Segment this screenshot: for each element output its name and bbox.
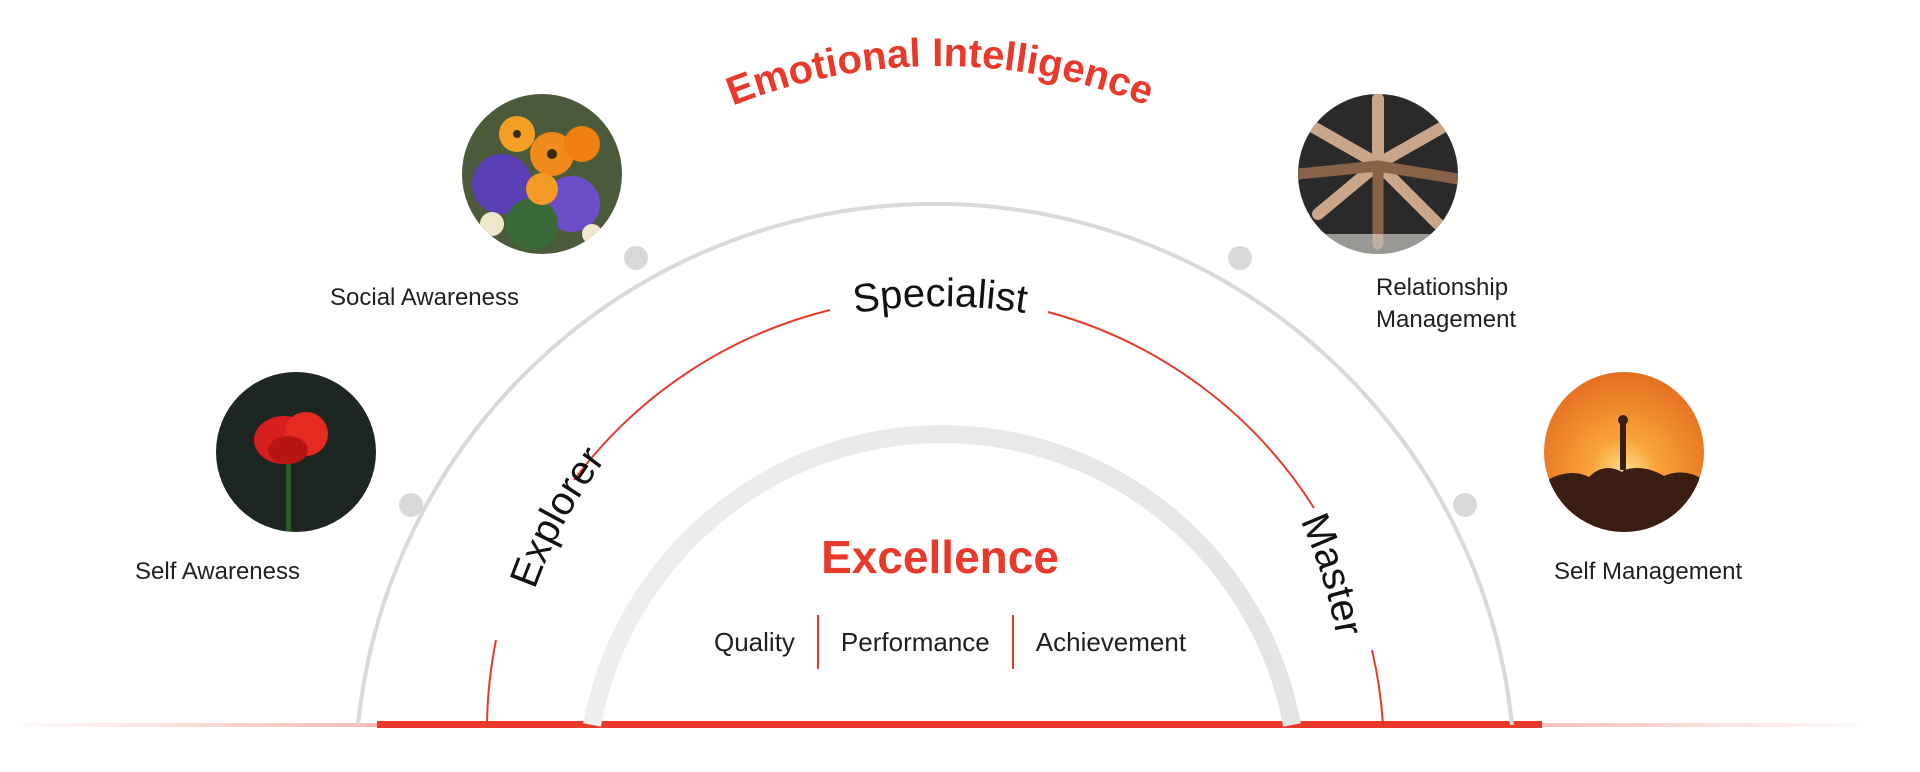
- label-relationship-management: Relationship Management: [1376, 272, 1516, 336]
- red-poppy-photo: [216, 372, 376, 532]
- pillar-divider: [1011, 615, 1014, 669]
- wildflower-bouquet-photo: [462, 94, 622, 254]
- pillar-divider: [816, 615, 819, 669]
- label-social-awareness: Social Awareness: [330, 284, 519, 311]
- center-title: Excellence: [821, 531, 1059, 583]
- label-self-management: Self Management: [1554, 558, 1743, 585]
- level-label-specialist: Specialist: [850, 271, 1031, 322]
- pillars-row: Quality Performance Achievement: [692, 614, 1208, 670]
- label-relationship-line-2: Management: [1376, 306, 1517, 333]
- inner-arc: [583, 425, 1301, 727]
- level-arc-specialist-master: [1047, 311, 1315, 509]
- node-dot-relationship-management: [1228, 246, 1252, 270]
- level-label-master: Master: [1292, 507, 1371, 639]
- level-label-explorer: Explorer: [502, 439, 613, 593]
- pillar-quality: Quality: [714, 626, 795, 657]
- node-dot-self-management: [1453, 493, 1477, 517]
- pillar-achievement: Achievement: [1035, 626, 1187, 657]
- pillar-performance: Performance: [840, 626, 990, 657]
- level-arc-left: [486, 639, 497, 726]
- node-dot-social-awareness: [624, 246, 648, 270]
- baseline-accent: [377, 721, 1542, 728]
- node-dot-self-awareness: [399, 493, 423, 517]
- stacked-hands-photo: [1298, 94, 1458, 254]
- level-arc-right: [1371, 649, 1384, 726]
- label-relationship-line-1: Relationship: [1376, 274, 1509, 301]
- outer-arc: [356, 202, 1514, 726]
- level-arc-explorer-specialist: [573, 309, 831, 481]
- diagram-title: Emotional Intelligence: [720, 31, 1159, 114]
- label-self-awareness: Self Awareness: [135, 558, 300, 585]
- sunset-summit-photo: [1544, 372, 1704, 532]
